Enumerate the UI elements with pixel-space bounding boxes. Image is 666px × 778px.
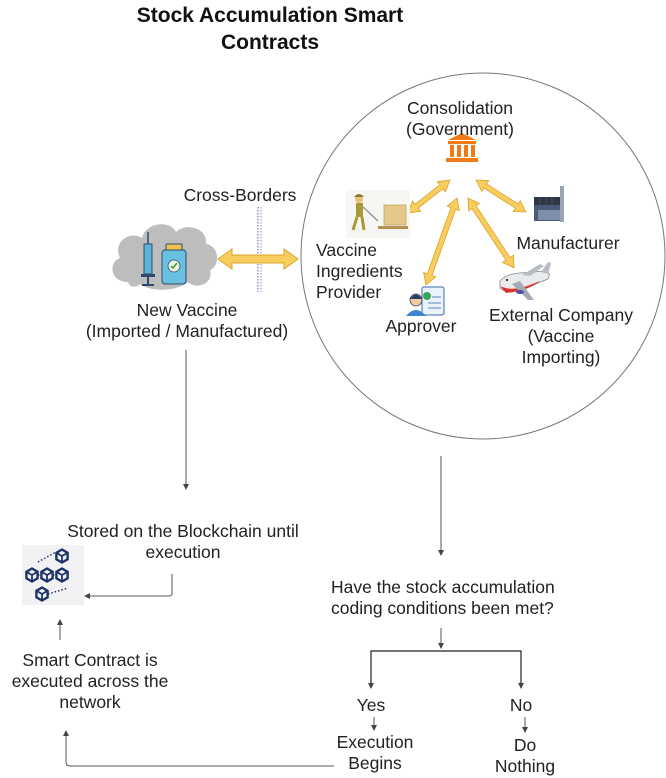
execution-to-smart-contract-line [63,730,334,767]
blockchain-cube-edge [55,571,69,582]
ingredients-provider-label: Vaccine Ingredients Provider [316,240,403,302]
blockchain-cube-edge [25,571,39,582]
stored-to-blockchain-line [84,574,173,599]
blockchain-cube-edge [55,552,69,563]
vaccine-exchange-arrow [217,248,299,270]
arrow-to-approver-shape [423,197,460,286]
yes-label: Yes [356,695,386,715]
arrow-to-ingredients-provider [407,179,451,214]
question-label: Have the stock accumulation coding condi… [331,577,555,618]
delivery-worker-icon [346,190,410,238]
no-label: No [509,695,533,715]
cross-borders-label: Cross-Borders [183,185,297,205]
smart-contract-executed-label: Smart Contract is executed across the ne… [11,650,169,712]
arrow-to-manufacturer-shape [475,179,527,213]
arrow-to-ingredients-provider-shape [407,179,451,214]
consolidation-label: Consolidation (Government) [406,98,514,139]
new-vaccine-label: New Vaccine (Imported / Manufactured) [85,300,289,341]
arrow-to-approver [423,197,460,286]
stakeholder-arrows [407,179,527,286]
factory-icon [534,186,564,222]
approver-clipboard-icon [406,286,445,316]
stored-on-blockchain-label: Stored on the Blockchain until execution [67,521,299,562]
airplane-icon [499,262,551,300]
blockchain-cube-edge [35,590,49,601]
blockchain-network-icon [22,545,84,605]
cross-border-line [257,207,262,292]
arrow-to-external-company [467,197,515,269]
arrow-to-manufacturer [475,179,527,213]
execution-begins-label: Execution Begins [336,732,414,773]
consortium-circle [300,72,666,440]
do-nothing-label: Do Nothing [494,735,556,776]
diagram-title: Stock Accumulation Smart Contracts [136,4,404,54]
yes-no-branch-line [370,650,522,688]
arrow-to-external-company-shape [467,197,515,269]
approver-label: Approver [385,316,457,336]
government-building-icon [446,133,478,162]
manufacturer-label: Manufacturer [516,233,620,253]
vaccine-cloud-icon [112,224,218,290]
blockchain-cube-edge [40,571,54,582]
external-company-label: External Company (Vaccine Importing) [489,305,633,367]
